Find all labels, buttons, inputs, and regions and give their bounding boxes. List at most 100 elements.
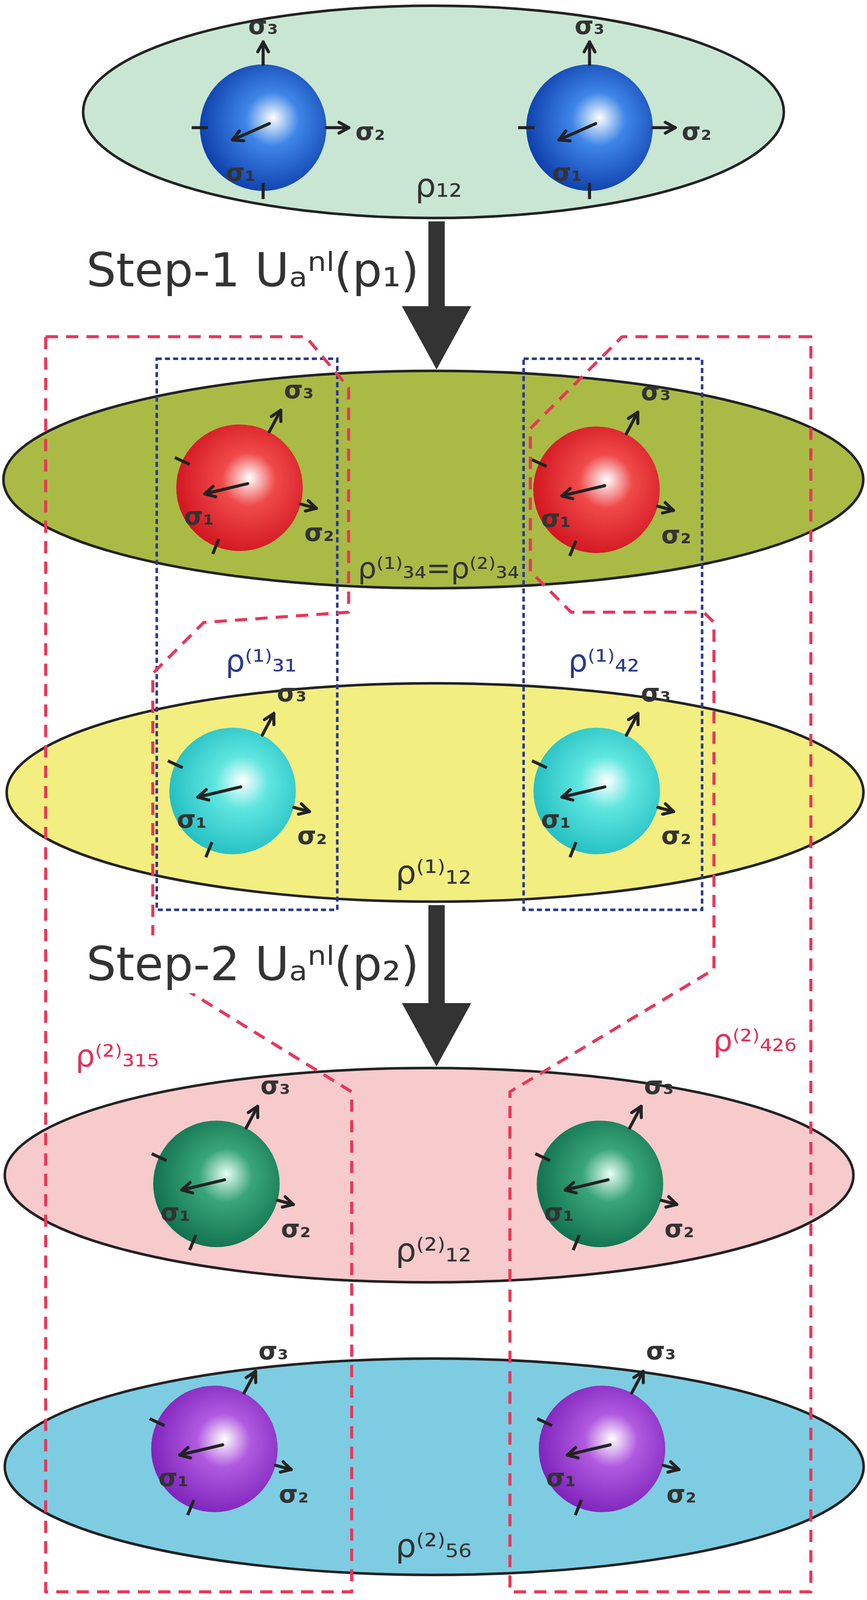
arrow-head xyxy=(280,1468,291,1472)
arrow-head xyxy=(628,713,638,720)
axis-arrow xyxy=(564,1179,608,1190)
sphere-body xyxy=(199,64,327,191)
arrow-head xyxy=(564,1181,574,1190)
axis-label: σ₂ xyxy=(304,518,335,547)
axis-arrow xyxy=(326,125,349,130)
state-ellipse: ρ⁽¹⁾₁₂ xyxy=(5,681,866,903)
axis-arrow xyxy=(262,713,275,735)
axis-label: σ₁ xyxy=(176,805,207,833)
axis-arrow xyxy=(198,786,241,797)
arrow-head xyxy=(589,41,596,52)
state-label: ρ⁽¹⁾₃₁ xyxy=(225,643,297,679)
axis-tick xyxy=(588,182,592,200)
tripartite-region: ρ⁽²⁾₄₂₆ xyxy=(509,336,812,1592)
arrow-head xyxy=(668,1196,677,1205)
sphere-body xyxy=(538,1385,665,1512)
state-label: ρ₁₂ xyxy=(415,166,463,205)
spin-sphere xyxy=(149,1370,292,1515)
arrow-head xyxy=(665,122,675,128)
state-ellipse: ρ⁽²⁾₁₂ xyxy=(3,1066,855,1284)
region-outline xyxy=(45,336,352,1592)
sphere-body xyxy=(151,1385,278,1512)
rect-outline xyxy=(522,357,704,911)
arrow-head xyxy=(198,796,209,800)
arrow-head xyxy=(665,1204,677,1207)
axis-label: σ₃ xyxy=(258,1336,289,1365)
axis-tick xyxy=(174,457,190,465)
axis-arrow xyxy=(558,123,596,140)
state-label: ρ⁽²⁾₁₂ xyxy=(395,1230,472,1269)
ellipse-shape xyxy=(4,1358,864,1575)
axis-arrow xyxy=(660,1199,677,1204)
sphere-body xyxy=(152,1120,280,1247)
arrow-head xyxy=(301,803,310,812)
axis-label: σ₂ xyxy=(664,1213,695,1242)
arrow-head xyxy=(272,713,276,725)
sphere-body xyxy=(176,424,303,551)
axis-arrow xyxy=(562,485,606,496)
arrow-head xyxy=(271,410,281,417)
axis-arrow xyxy=(179,1444,223,1455)
axis-label: σ₂ xyxy=(281,1213,311,1242)
axis-label: σ₃ xyxy=(644,1071,675,1100)
arrow-head xyxy=(308,500,317,509)
arrow-head xyxy=(298,811,310,814)
arrow-head xyxy=(562,796,573,800)
arrow-head xyxy=(636,412,640,424)
arrow-head xyxy=(263,41,269,52)
arrow-head xyxy=(562,789,571,797)
axis-label: σ₃ xyxy=(283,375,314,404)
step-arrow xyxy=(401,904,472,1067)
state-label: ρ⁽¹⁾₁₂ xyxy=(395,853,472,892)
arrow-head xyxy=(179,1446,188,1455)
arrow-head xyxy=(667,1468,679,1472)
axis-arrow xyxy=(652,125,675,130)
spin-sphere xyxy=(518,41,676,200)
arrow-head xyxy=(665,803,674,812)
arrow-head xyxy=(284,1196,293,1205)
spin-sphere xyxy=(531,713,674,857)
axis-label: σ₁ xyxy=(552,158,583,187)
spin-sphere xyxy=(191,41,349,200)
axis-tick xyxy=(518,125,535,130)
ellipse-outline xyxy=(5,681,866,903)
axis-tick xyxy=(572,1234,579,1250)
axis-tick xyxy=(167,760,183,768)
arrow-head xyxy=(181,1189,193,1192)
arrow-head xyxy=(562,495,573,499)
arrow-head xyxy=(179,1454,191,1458)
axis-arrow xyxy=(562,786,606,797)
axis-tick xyxy=(535,1153,551,1161)
sphere-body xyxy=(533,426,660,553)
ellipse-shape xyxy=(6,682,864,902)
axis-label: σ₁ xyxy=(158,1462,189,1491)
arrow-head xyxy=(567,1446,576,1455)
axis-arrow xyxy=(588,41,592,65)
axis-tick xyxy=(261,182,265,200)
axis-arrow xyxy=(277,1199,294,1204)
arrow-head xyxy=(232,139,244,141)
arrow-head xyxy=(338,122,349,128)
axis-label: σ₂ xyxy=(661,821,692,850)
spin-sphere xyxy=(167,713,310,857)
axis-arrow xyxy=(626,412,639,434)
arrow-head xyxy=(670,1461,679,1470)
axis-label: σ₃ xyxy=(574,11,605,40)
ellipse-shape xyxy=(3,370,864,588)
axis-tick xyxy=(206,841,213,857)
dashed-box xyxy=(523,358,703,910)
axis-label: σ₂ xyxy=(666,1479,697,1507)
arrow-head xyxy=(205,493,216,497)
arrow-head xyxy=(279,410,283,422)
axis-tick xyxy=(191,125,208,130)
arrow-head xyxy=(584,41,590,52)
axis-label: σ₁ xyxy=(543,1197,574,1226)
arrow-head xyxy=(639,1105,643,1117)
axis-arrow xyxy=(631,1370,644,1393)
ellipse-outline xyxy=(81,4,786,220)
spin-sphere xyxy=(535,1105,677,1250)
state-label: ρ⁽²⁾₅₆ xyxy=(395,1526,472,1565)
arrow-head xyxy=(247,1105,258,1112)
arrow-head xyxy=(665,127,675,134)
